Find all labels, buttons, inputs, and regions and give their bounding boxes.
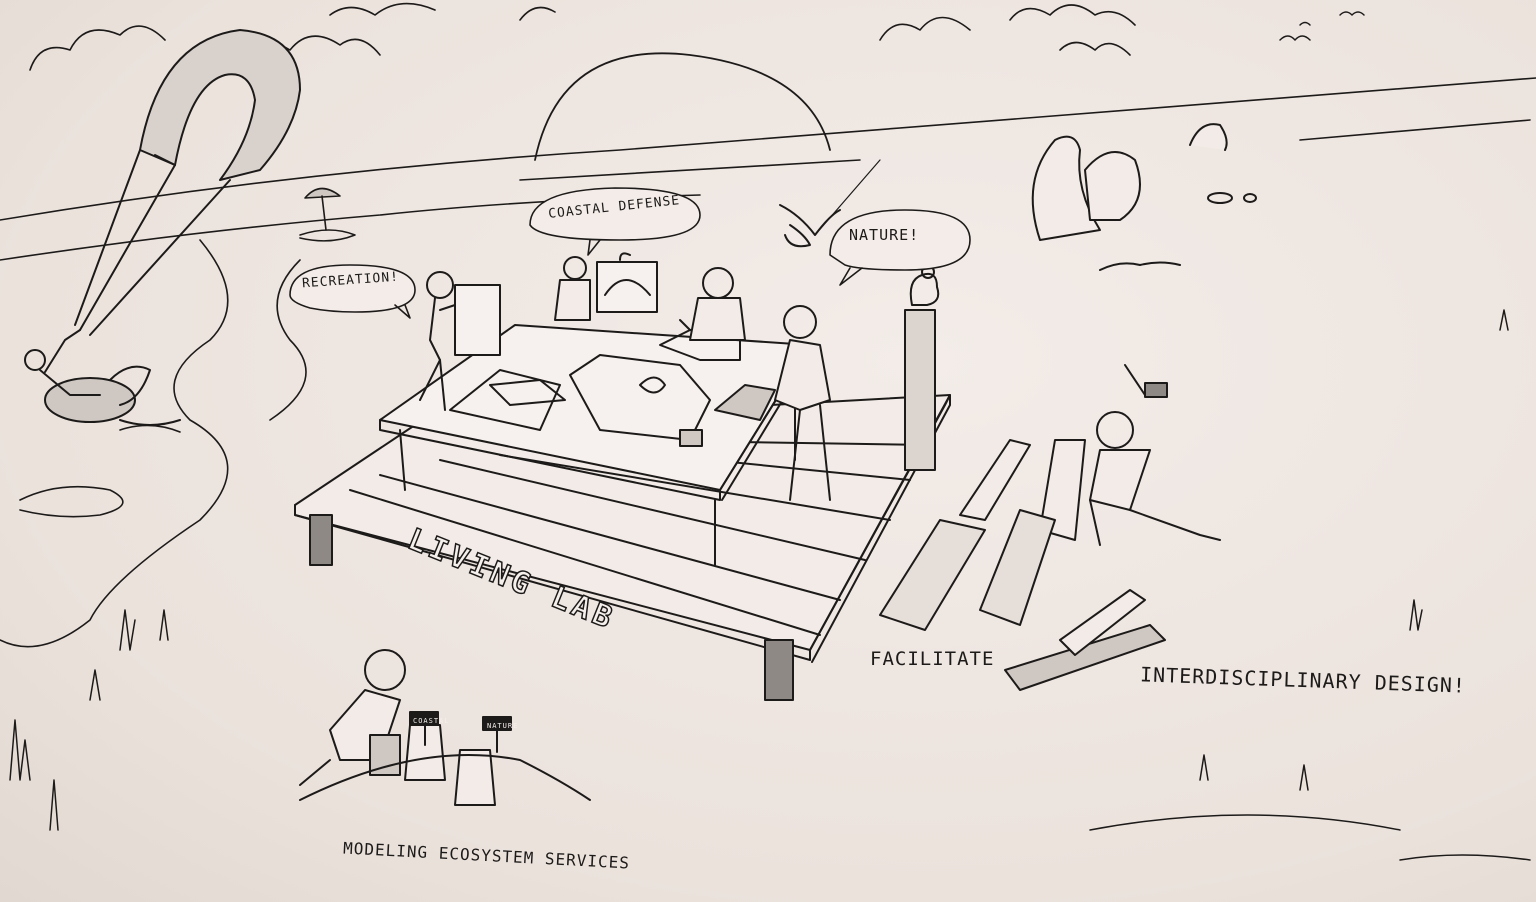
builder: [1089, 364, 1221, 546]
beach-umbrella: [299, 187, 356, 242]
speech-bubbles: [289, 187, 971, 319]
person-recreation: [419, 271, 501, 411]
platform-deck: [294, 309, 951, 701]
birds: [1279, 11, 1365, 41]
seals: [1031, 123, 1257, 271]
person-leaning: [774, 305, 831, 501]
person-coastal: [554, 252, 658, 321]
sandcastle-builder: [299, 649, 591, 806]
flag-left-text: COASTAL: [413, 717, 450, 725]
flag-right-text: NATURE: [487, 722, 519, 730]
design-table: [379, 324, 811, 566]
post-bird: [909, 265, 940, 306]
grass: [9, 309, 1531, 861]
person-drawing: [679, 267, 746, 341]
sun: [534, 52, 831, 161]
flying-bird: [779, 159, 881, 248]
kitesurfer: [24, 329, 181, 426]
nature-bubble-text: NATURE!: [849, 226, 920, 244]
shoreline: [0, 239, 307, 648]
facilitate-caption: FACILITATE: [870, 648, 995, 670]
kite: [74, 29, 301, 336]
planks: [879, 439, 1166, 691]
